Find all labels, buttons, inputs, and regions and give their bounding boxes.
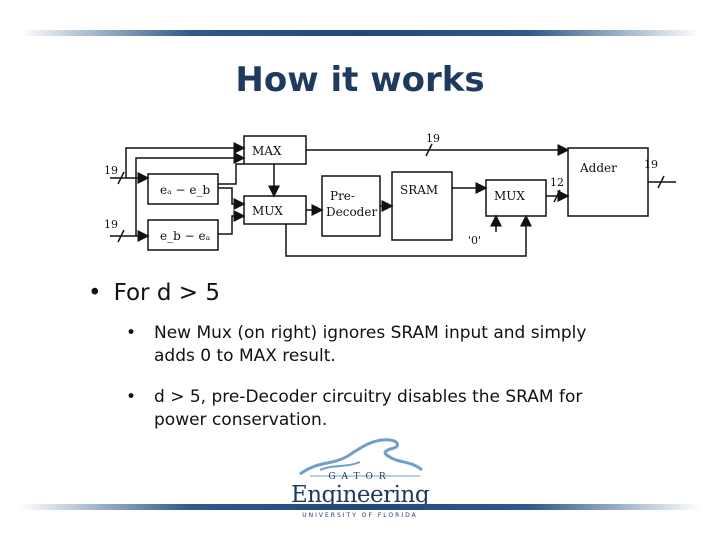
sub-bullet-1-line-2: adds 0 to MAX result. [154,346,336,366]
bullet-glyph: • [126,323,137,343]
predecoder-label-2: Decoder [326,205,377,219]
mux-left-label: MUX [252,204,283,218]
sub-bullet-2: • d > 5, pre-Decoder circuitry disables … [126,386,666,432]
adder-block [567,147,649,217]
bus-width-input-bottom: 19 [104,218,118,231]
sub-top-block [147,173,219,205]
block-diagram: MAX MUX eₐ − e_b e_b − eₐ Pre- Decoder S… [104,132,676,257]
sub-bottom-label: e_b − eₐ [160,229,211,243]
max-label: MAX [252,144,282,158]
adder-label: Adder [579,161,617,175]
bus-width-adder-out: 19 [644,158,658,171]
sub-bullet-2-line-2: power conservation. [154,410,328,430]
bullet-main: • For d > 5 [88,280,220,306]
bus-width-max-adder: 19 [426,132,440,145]
zero-input-label: '0' [468,234,481,247]
mux-right-block [485,179,547,217]
sub-bullet-1-line-1: New Mux (on right) ignores SRAM input an… [154,323,587,343]
mux-right-label: MUX [494,189,525,203]
logo-word: Engineering [290,482,430,508]
bus-width-mux-adder: 12 [550,176,564,189]
slide-title: How it works [235,60,485,100]
sub-bullet-2-line-1: d > 5, pre-Decoder circuitry disables th… [154,387,583,407]
gator-icon [299,438,423,477]
sub-bullet-1: • New Mux (on right) ignores SRAM input … [126,322,666,368]
top-rule [20,30,700,36]
sram-label: SRAM [400,183,438,197]
logo-institution: UNIVERSITY OF FLORIDA [302,512,418,519]
bullet-glyph: • [88,280,102,306]
predecoder-label-1: Pre- [330,189,355,203]
bottom-rule [20,504,700,510]
logo-sub-word: GATOR [328,472,392,482]
bus-width-input-top: 19 [104,164,118,177]
bullet-main-text: For d > 5 [113,280,220,306]
gator-engineering-logo: GATOR Engineering UNIVERSITY OF FLORIDA [290,430,430,526]
bullet-glyph: • [126,387,137,407]
sub-top-label: eₐ − e_b [160,183,211,197]
